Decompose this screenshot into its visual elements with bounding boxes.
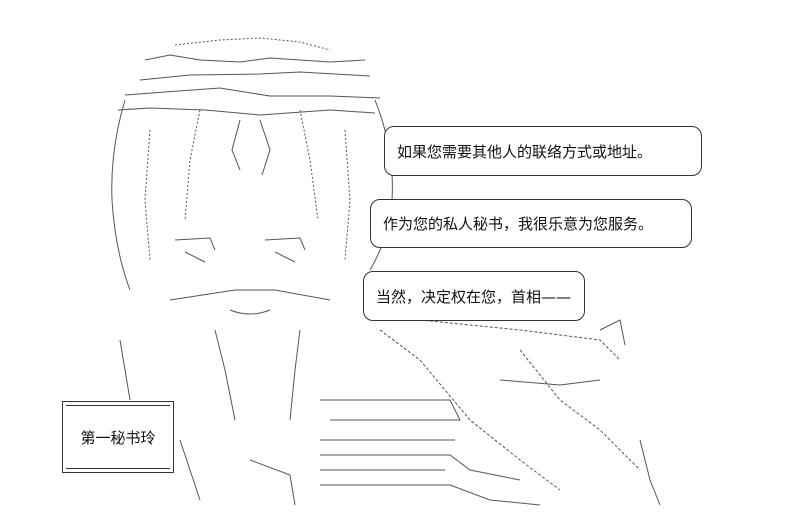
speech-bubble-decision: 当然，决定权在您，首相——: [363, 271, 585, 321]
speech-bubble-contact: 如果您需要其他人的联络方式或地址。: [384, 126, 702, 176]
speech-bubble-text: 作为您的私人秘书，我很乐意为您服务。: [383, 215, 654, 233]
speech-bubble-text: 当然，决定权在您，首相——: [376, 287, 572, 306]
speech-bubble-secretary: 作为您的私人秘书，我很乐意为您服务。: [370, 199, 692, 248]
character-name-label: 第一秘书玲: [80, 428, 156, 447]
character-name-tag: 第一秘书玲: [62, 401, 174, 473]
speech-bubble-text: 如果您需要其他人的联络方式或地址。: [397, 142, 653, 161]
